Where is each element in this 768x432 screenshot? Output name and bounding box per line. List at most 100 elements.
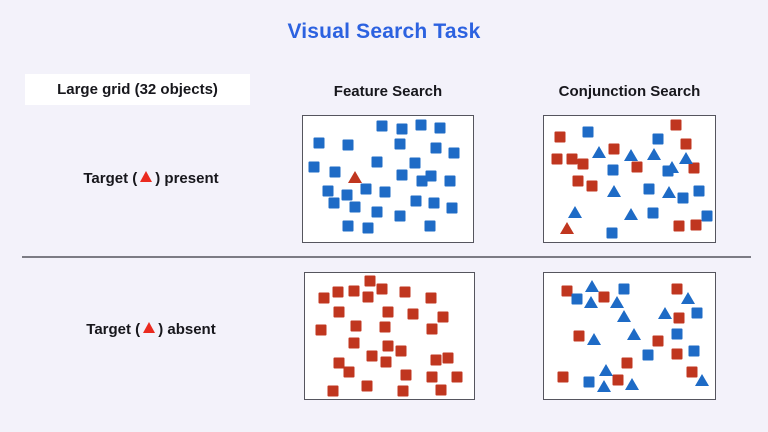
grid-size-label: Large grid (32 objects) [25, 74, 250, 105]
blue-square-shape [329, 166, 341, 178]
blue-square-shape [394, 210, 406, 222]
red-square-shape [631, 161, 643, 173]
blue-square-shape [582, 126, 594, 138]
red-square-shape [554, 131, 566, 143]
blue-square-shape [349, 201, 361, 213]
blue-triangle-shape [624, 208, 639, 221]
blue-square-shape [691, 307, 703, 319]
red-square-shape [673, 220, 685, 232]
red-square-shape [435, 384, 447, 396]
blue-triangle-shape [592, 146, 607, 159]
blue-triangle-shape [568, 205, 583, 218]
blue-triangle-shape [597, 380, 612, 393]
blue-square-shape [394, 138, 406, 150]
red-square-shape [376, 283, 388, 295]
panel-conjunction-search-target-present [543, 115, 716, 243]
blue-square-shape [341, 189, 353, 201]
blue-square-shape [415, 119, 427, 131]
panel-conjunction-search-target-absent [543, 272, 716, 400]
red-square-shape [426, 323, 438, 335]
blue-square-shape [701, 210, 713, 222]
red-square-shape [333, 306, 345, 318]
row-label-target-absent: Target () absent [0, 321, 302, 338]
blue-square-shape [308, 161, 320, 173]
red-square-shape [332, 286, 344, 298]
red-square-shape [671, 348, 683, 360]
blue-square-shape [396, 169, 408, 181]
red-square-shape [382, 340, 394, 352]
red-square-shape [379, 321, 391, 333]
blue-square-shape [376, 120, 388, 132]
red-square-shape [566, 153, 578, 165]
column-header-conjunction-search: Conjunction Search [558, 83, 701, 100]
red-square-shape [407, 308, 419, 320]
red-square-shape [673, 312, 685, 324]
blue-square-shape [583, 376, 595, 388]
red-square-shape [557, 371, 569, 383]
red-square-shape [551, 153, 563, 165]
red-square-shape [573, 330, 585, 342]
blue-square-shape [642, 349, 654, 361]
blue-square-shape [448, 147, 460, 159]
blue-square-shape [328, 197, 340, 209]
blue-square-shape [688, 345, 700, 357]
red-square-shape [572, 175, 584, 187]
red-square-shape [315, 324, 327, 336]
blue-square-shape [434, 122, 445, 134]
blue-square-shape [424, 220, 436, 232]
blue-square-shape [652, 133, 664, 145]
red-square-shape [400, 369, 412, 381]
blue-triangle-shape [606, 184, 621, 197]
red-square-shape [348, 337, 359, 349]
red-square-shape [366, 350, 378, 362]
red-square-shape [561, 285, 573, 297]
blue-square-shape [446, 202, 458, 214]
red-square-shape [680, 138, 692, 150]
red-square-shape [343, 366, 355, 378]
page-title: Visual Search Task [287, 20, 481, 43]
target-present-suffix: ) present [155, 170, 219, 187]
red-square-shape [425, 292, 437, 304]
red-square-shape [671, 283, 683, 295]
red-square-shape [612, 374, 624, 386]
red-square-shape [333, 357, 345, 369]
blue-triangle-shape [599, 363, 614, 376]
panel-feature-search-target-absent [304, 272, 475, 400]
blue-triangle-shape [610, 296, 625, 309]
blue-triangle-shape [661, 185, 676, 198]
red-square-shape [688, 162, 700, 174]
red-square-shape [364, 275, 376, 287]
blue-square-shape [416, 175, 428, 187]
blue-triangle-shape [681, 291, 696, 304]
blue-triangle-shape [647, 148, 662, 161]
blue-square-shape [396, 123, 408, 135]
blue-triangle-shape [657, 307, 672, 320]
target-absent-suffix: ) absent [158, 321, 216, 338]
red-square-shape [621, 357, 633, 369]
blue-square-shape [677, 192, 688, 204]
red-square-shape [586, 180, 598, 192]
blue-square-shape [313, 137, 325, 149]
blue-square-shape [607, 164, 619, 176]
red-square-shape [598, 291, 610, 303]
red-square-shape [690, 219, 702, 231]
blue-square-shape [444, 175, 456, 187]
red-square-shape [426, 371, 438, 383]
blue-square-shape [379, 186, 391, 198]
red-square-shape [380, 356, 392, 368]
blue-square-shape [409, 157, 421, 169]
blue-square-shape [322, 185, 334, 197]
blue-square-shape [371, 206, 383, 217]
red-square-shape [670, 119, 682, 131]
blue-square-shape [693, 185, 705, 197]
red-square-shape [395, 345, 407, 357]
red-square-shape [652, 335, 664, 347]
blue-square-shape [430, 142, 442, 153]
red-square-shape [361, 380, 373, 392]
blue-square-shape [342, 139, 354, 151]
blue-square-shape [428, 197, 440, 209]
red-square-shape [350, 320, 362, 332]
blue-square-shape [643, 183, 655, 195]
blue-square-shape [671, 328, 683, 340]
blue-triangle-shape [679, 152, 694, 165]
